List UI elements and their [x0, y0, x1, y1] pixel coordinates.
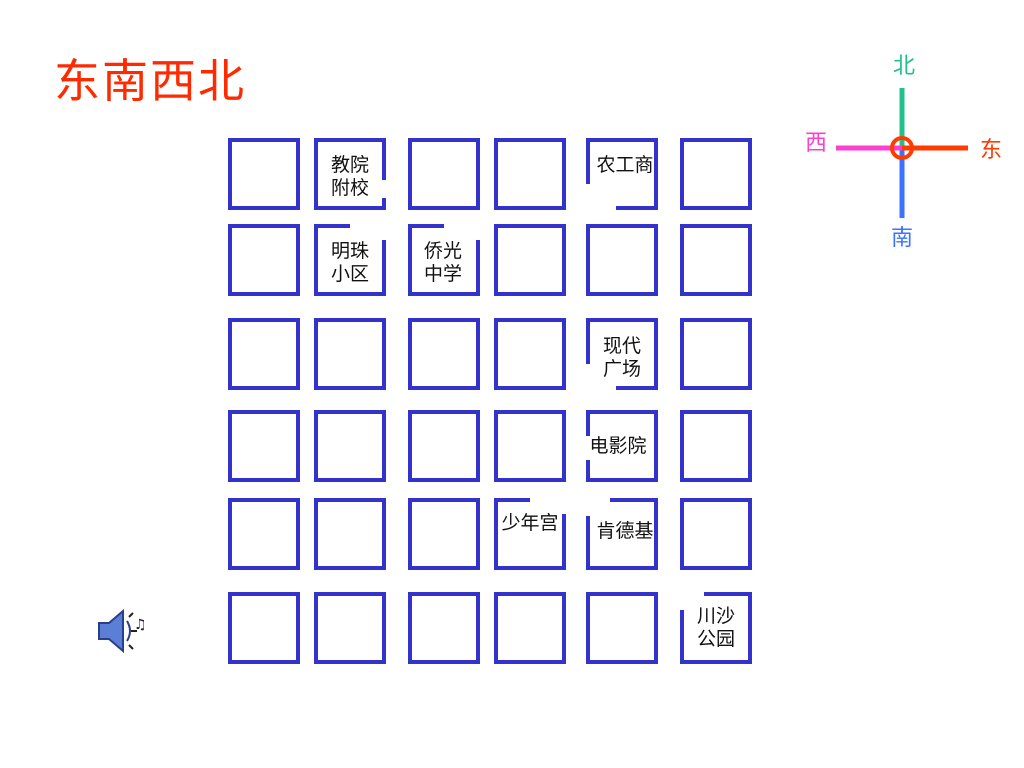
city-block — [314, 138, 386, 210]
compass-east-label: 东 — [980, 138, 1003, 163]
city-block — [408, 138, 480, 210]
music-note-icon: ♫ — [134, 617, 147, 633]
city-block — [494, 138, 566, 210]
city-block — [228, 410, 300, 482]
city-block — [680, 318, 752, 390]
city-block — [586, 592, 658, 664]
place-mingzhu-xiaoqu[interactable]: 明珠 小区 — [330, 240, 369, 285]
city-block — [408, 498, 480, 570]
compass-center-circle — [890, 136, 914, 160]
city-block — [314, 410, 386, 482]
city-block — [586, 498, 658, 570]
city-block — [314, 224, 386, 296]
city-block — [680, 138, 752, 210]
compass-west-label: 西 — [805, 131, 828, 156]
city-block — [228, 592, 300, 664]
city-block — [494, 224, 566, 296]
city-block — [680, 410, 752, 482]
city-block — [408, 224, 480, 296]
city-block — [314, 318, 386, 390]
city-block — [494, 592, 566, 664]
place-jiaoyuan-fuxiao[interactable]: 教院 附校 — [330, 154, 369, 199]
city-block — [494, 498, 566, 570]
place-xiandai-guangchang[interactable]: 现代 广场 — [602, 335, 641, 380]
block-grid — [228, 138, 752, 664]
place-kendeji[interactable]: 肯德基 — [596, 520, 654, 542]
place-dianyingyuan[interactable]: 电影院 — [589, 435, 647, 457]
city-block — [228, 498, 300, 570]
place-shaoniangong[interactable]: 少年宫 — [501, 512, 559, 534]
place-qiaoguang-zhongxue[interactable]: 侨光 中学 — [423, 240, 462, 285]
speaker-sound-lines — [128, 612, 137, 650]
city-block — [586, 224, 658, 296]
page-title: 东南西北 — [54, 54, 246, 108]
city-block — [586, 138, 658, 210]
place-chuansha-gongyuan[interactable]: 川沙 公园 — [696, 605, 735, 650]
speaker-icon[interactable]: ♫ — [93, 603, 153, 659]
city-block — [680, 498, 752, 570]
city-block — [314, 498, 386, 570]
place-nonggongshang[interactable]: 农工商 — [596, 154, 654, 176]
city-block — [408, 592, 480, 664]
city-block — [228, 224, 300, 296]
city-block — [494, 410, 566, 482]
city-block — [680, 592, 752, 664]
city-block — [494, 318, 566, 390]
city-block — [408, 318, 480, 390]
compass — [836, 88, 968, 218]
compass-south-label: 南 — [891, 226, 914, 251]
city-block — [408, 410, 480, 482]
city-block — [314, 592, 386, 664]
speaker-wave-inner — [126, 620, 131, 642]
city-block — [228, 138, 300, 210]
city-block — [680, 224, 752, 296]
city-block — [586, 318, 658, 390]
speaker-body — [98, 608, 124, 654]
compass-north-label: 北 — [893, 54, 916, 79]
city-block — [228, 318, 300, 390]
city-block — [586, 410, 658, 482]
